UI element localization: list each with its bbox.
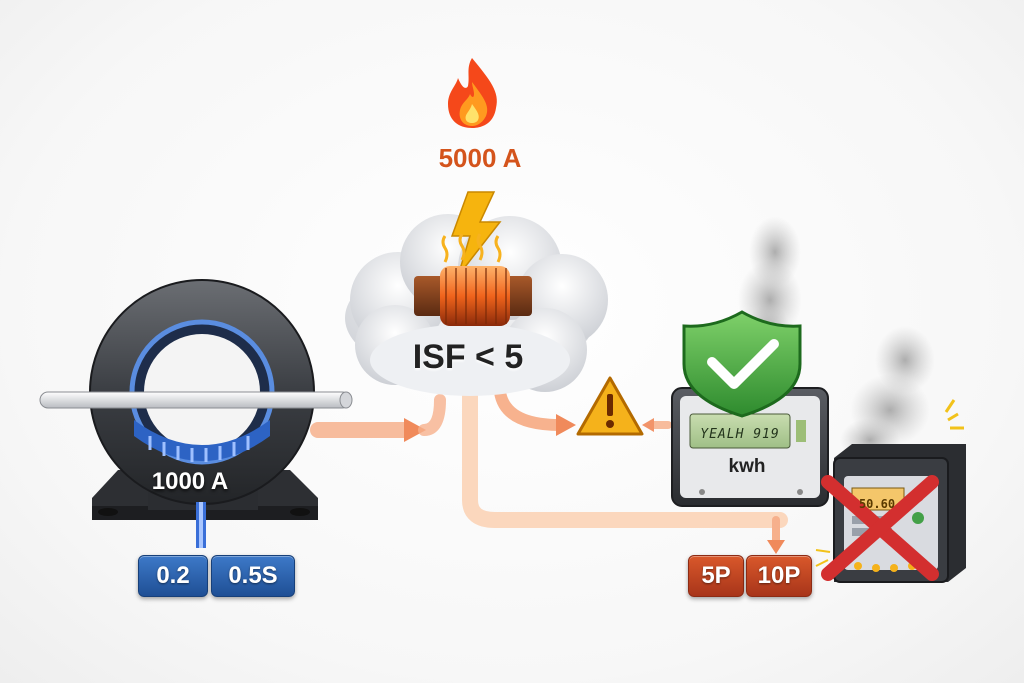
current-transformer-icon (39, 279, 353, 548)
shield-check-icon (682, 310, 802, 418)
relay-smoke (840, 326, 964, 462)
instrument-security-factor-label: ISF < 5 (412, 338, 524, 376)
meter-display-text: YEALH 919 (700, 427, 780, 442)
measuring-class-badge: 0.5S (211, 555, 295, 597)
measuring-class-badge: 0.2 (138, 555, 208, 597)
cross-icon (821, 475, 939, 581)
meter-unit-label: kwh (728, 456, 766, 477)
protection-class-badge: 5P (688, 555, 744, 597)
saturation-to-warning-arrow (494, 386, 566, 431)
relay-display-text: 50.60 (858, 497, 896, 511)
overheating-core-icon (414, 233, 532, 326)
fire-icon (448, 58, 497, 128)
fault-current-label: 5000 A (438, 143, 522, 173)
energy-meter-icon (671, 387, 829, 507)
protection-class-badge: 10P (746, 555, 812, 597)
flow-arrows (310, 384, 788, 554)
lightning-icon (450, 191, 502, 277)
rated-primary-current-label: 1000 A (151, 468, 229, 495)
saturation-to-relay-arrow (462, 384, 788, 528)
warning-icon (576, 376, 644, 436)
